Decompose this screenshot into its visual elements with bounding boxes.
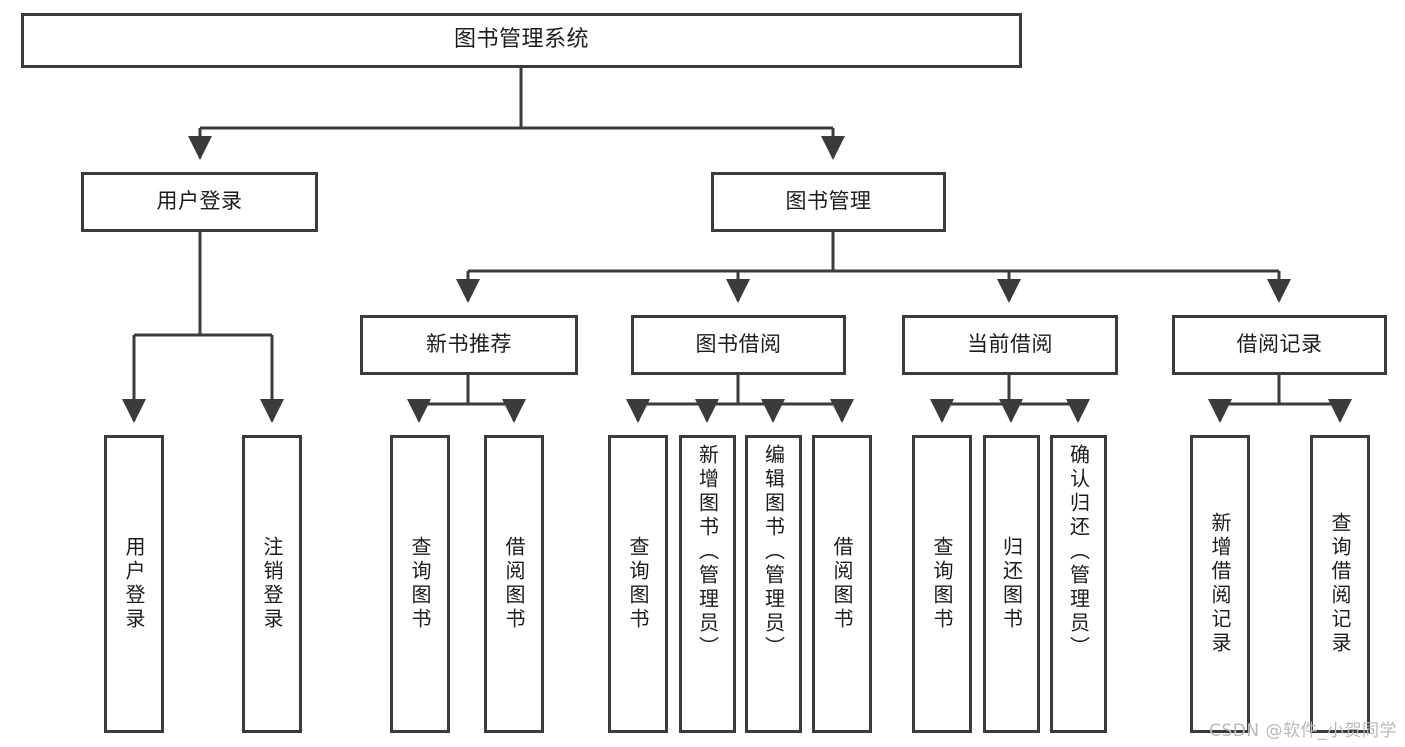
- node-label: 借阅图书: [830, 536, 854, 632]
- leaf-confirm-return[interactable]: 确认归还（管理员）: [1050, 435, 1107, 733]
- node-root-system[interactable]: 图书管理系统: [21, 13, 1022, 68]
- node-label: 图书管理: [785, 189, 872, 214]
- leaf-user-login[interactable]: 用户登录: [104, 435, 164, 733]
- node-label: 查询图书: [408, 536, 432, 632]
- leaf-query-book-3[interactable]: 查询图书: [912, 435, 972, 733]
- node-current-borrow[interactable]: 当前借阅: [902, 315, 1118, 375]
- node-label: 当前借阅: [967, 332, 1053, 357]
- node-label: 借阅记录: [1236, 332, 1323, 357]
- csdn-watermark: CSDN @软件_小贺同学: [1209, 721, 1397, 741]
- node-label: 图书借阅: [695, 332, 782, 357]
- node-label: 新书推荐: [426, 332, 512, 357]
- node-label: 归还图书: [999, 536, 1024, 632]
- leaf-edit-book[interactable]: 编辑图书（管理员）: [745, 435, 802, 733]
- node-label: 用户登录: [156, 189, 243, 214]
- leaf-add-book[interactable]: 新增图书（管理员）: [679, 435, 736, 733]
- node-book-manage[interactable]: 图书管理: [711, 172, 946, 232]
- node-label: 借阅图书: [502, 536, 526, 632]
- node-label: 编辑图书（管理员）: [761, 444, 786, 660]
- node-label: 图书管理系统: [453, 27, 589, 53]
- node-book-borrow[interactable]: 图书借阅: [631, 315, 846, 375]
- node-label: 注销登录: [260, 536, 284, 632]
- leaf-borrow-book-2[interactable]: 借阅图书: [812, 435, 872, 733]
- node-borrow-record[interactable]: 借阅记录: [1172, 315, 1387, 375]
- node-label: 查询借阅记录: [1328, 512, 1352, 656]
- node-label: 确认归还（管理员）: [1066, 444, 1091, 660]
- node-label: 查询图书: [930, 536, 954, 632]
- leaf-add-borrow-record[interactable]: 新增借阅记录: [1190, 435, 1250, 733]
- leaf-query-book-1[interactable]: 查询图书: [390, 435, 450, 733]
- node-label: 新增借阅记录: [1208, 512, 1232, 656]
- node-label: 新增图书（管理员）: [695, 444, 720, 660]
- leaf-query-book-2[interactable]: 查询图书: [608, 435, 668, 733]
- leaf-query-borrow-record[interactable]: 查询借阅记录: [1310, 435, 1370, 733]
- leaf-borrow-book-1[interactable]: 借阅图书: [484, 435, 544, 733]
- leaf-return-book[interactable]: 归还图书: [983, 435, 1040, 733]
- node-label: 查询图书: [626, 536, 650, 632]
- node-user-login[interactable]: 用户登录: [81, 172, 318, 232]
- node-new-book-recommend[interactable]: 新书推荐: [360, 315, 578, 375]
- node-label: 用户登录: [122, 536, 146, 632]
- leaf-user-logout[interactable]: 注销登录: [242, 435, 302, 733]
